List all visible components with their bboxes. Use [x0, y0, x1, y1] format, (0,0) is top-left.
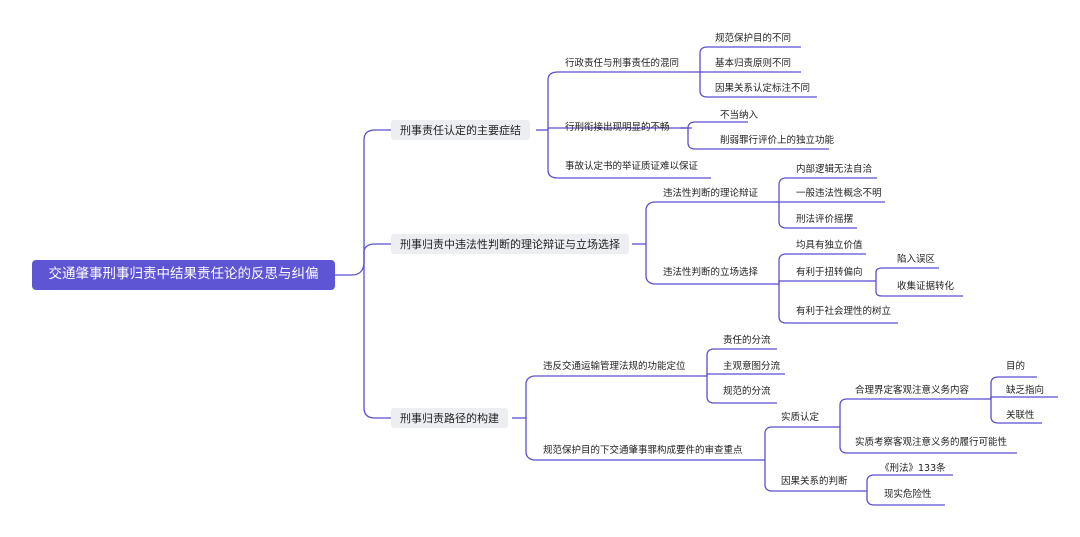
node-causation-judgment[interactable]: 因果关系的判断: [781, 476, 848, 487]
topic-attribution-path[interactable]: 刑事归责路径的构建: [391, 408, 508, 428]
leaf-fall-into-error[interactable]: 陷入误区: [897, 254, 936, 265]
topic-main-problems[interactable]: 刑事责任认定的主要症结: [391, 120, 530, 140]
leaf-evidence-conversion[interactable]: 收集证据转化: [897, 281, 955, 292]
node-duty-of-care-content[interactable]: 合理界定客观注意义务内容: [855, 385, 970, 396]
subtopic-theory-dialectic[interactable]: 违法性判断的理论辩证: [663, 188, 759, 199]
subtopic-admin-criminal-confusion[interactable]: 行政责任与刑事责任的混同: [565, 58, 680, 69]
leaf-evaluation-swing[interactable]: 刑法评价摇摆: [796, 214, 854, 225]
leaf-social-rationality[interactable]: 有利于社会理性的树立: [796, 306, 892, 317]
leaf-general-illegality[interactable]: 一般违法性概念不明: [796, 188, 882, 199]
leaf-protection-purpose[interactable]: 规范保护目的不同: [715, 33, 792, 44]
leaf-real-danger[interactable]: 现实危险性: [884, 489, 932, 500]
leaf-lack-direction[interactable]: 缺乏指向: [1006, 385, 1045, 396]
leaf-responsibility-diversion[interactable]: 责任的分流: [723, 335, 771, 346]
leaf-criminal-law-133[interactable]: 《刑法》133条: [880, 463, 946, 474]
topic-illegality-judgment[interactable]: 刑事归责中违法性判断的理论辩证与立场选择: [391, 234, 629, 254]
node-substantive-determination[interactable]: 实质认定: [781, 412, 820, 423]
subtopic-function-positioning[interactable]: 违反交通运输管理法规的功能定位: [543, 361, 686, 372]
leaf-duty-of-care-feasibility[interactable]: 实质考察客观注意义务的履行可能性: [855, 437, 1008, 448]
subtopic-review-focus[interactable]: 规范保护目的下交通肇事罪构成要件的审查重点: [543, 445, 743, 456]
root-topic[interactable]: 交通肇事刑事归责中结果责任论的反思与纠偏: [32, 260, 335, 290]
leaf-improper-inclusion[interactable]: 不当纳入: [720, 110, 759, 121]
leaf-norm-diversion[interactable]: 规范的分流: [723, 386, 771, 397]
subtopic-accident-report-evidence[interactable]: 事故认定书的举证质证难以保证: [565, 161, 699, 172]
leaf-purpose[interactable]: 目的: [1006, 361, 1026, 372]
leaf-weaken-independence[interactable]: 削弱罪行评价上的独立功能: [720, 135, 835, 146]
leaf-causation-standard[interactable]: 因果关系认定标注不同: [715, 83, 811, 94]
leaf-reverse-bias[interactable]: 有利于扭转偏向: [796, 267, 863, 278]
leaf-internal-logic[interactable]: 内部逻辑无法自洽: [796, 164, 873, 175]
subtopic-position-choice[interactable]: 违法性判断的立场选择: [663, 267, 759, 278]
leaf-independent-value[interactable]: 均具有独立价值: [796, 240, 863, 251]
leaf-intent-diversion[interactable]: 主观意图分流: [723, 361, 781, 372]
leaf-attribution-principle[interactable]: 基本归责原则不同: [715, 58, 792, 69]
subtopic-admin-criminal-link[interactable]: 行刑衔接出现明显的不畅: [565, 122, 670, 133]
leaf-relevance[interactable]: 关联性: [1006, 410, 1035, 421]
